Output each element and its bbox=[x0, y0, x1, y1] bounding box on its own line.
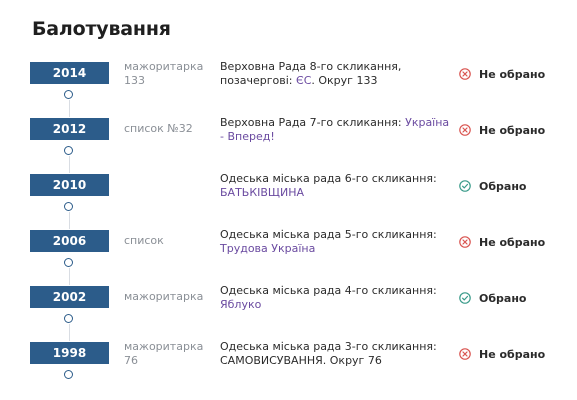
status-label: Обрано bbox=[479, 179, 527, 193]
party-link[interactable]: ЄС bbox=[296, 74, 312, 87]
status-label: Не обрано bbox=[479, 123, 546, 137]
status-not-elected: Не обрано bbox=[459, 346, 545, 362]
status-label: Обрано bbox=[479, 291, 527, 305]
candidacy-type: мажоритарка 133 bbox=[124, 60, 204, 87]
party-link[interactable]: БАТЬКІВЩИНА bbox=[220, 186, 304, 199]
election-description: Верховна Рада 7-го скликання: Україна - … bbox=[220, 116, 450, 144]
status-not-elected: Не обрано bbox=[459, 66, 545, 82]
timeline-dot bbox=[64, 146, 73, 155]
timeline-dot bbox=[64, 370, 73, 379]
timeline-dot bbox=[64, 90, 73, 99]
status-label: Не обрано bbox=[479, 67, 546, 81]
election-description: Одеська міська рада 3-го скликання: САМО… bbox=[220, 340, 450, 368]
description-suffix: . Округ 133 bbox=[311, 74, 378, 87]
year-badge: 2014 bbox=[30, 62, 109, 84]
party-link[interactable]: Україна - Вперед! bbox=[220, 116, 450, 143]
description-text: Верховна Рада 7-го скликання: bbox=[220, 116, 406, 129]
timeline-connector bbox=[69, 212, 70, 229]
description-text: Одеська міська рада 4-го скликання: bbox=[220, 284, 437, 297]
status-elected: Обрано bbox=[459, 290, 527, 306]
check-circle-icon bbox=[459, 180, 471, 192]
year-badge: 2012 bbox=[30, 118, 109, 140]
description-text: Одеська міська рада 3-го скликання: bbox=[220, 340, 437, 353]
page-title: Балотування bbox=[32, 18, 171, 40]
timeline-dot bbox=[64, 314, 73, 323]
party-link[interactable]: Яблуко bbox=[220, 298, 262, 311]
party-link[interactable]: Трудова Україна bbox=[220, 242, 316, 255]
candidacy-type: мажоритарка bbox=[124, 290, 204, 303]
description-suffix: САМОВИСУВАННЯ. Округ 76 bbox=[220, 354, 382, 367]
timeline-dot bbox=[64, 258, 73, 267]
year-badge: 2010 bbox=[30, 174, 109, 196]
election-description: Одеська міська рада 4-го скликання: Яблу… bbox=[220, 284, 450, 312]
timeline-connector bbox=[69, 268, 70, 285]
timeline-row-2002: 2002 мажоритарка Одеська міська рада 4-г… bbox=[0, 284, 577, 342]
status-elected: Обрано bbox=[459, 178, 527, 194]
year-badge: 1998 bbox=[30, 342, 109, 364]
timeline-row-2014: 2014 мажоритарка 133 Верховна Рада 8-го … bbox=[0, 60, 577, 118]
status-label: Не обрано bbox=[479, 235, 546, 249]
timeline-row-2010: 2010 Одеська міська рада 6-го скликання:… bbox=[0, 172, 577, 230]
description-text: Одеська міська рада 6-го скликання: bbox=[220, 172, 437, 185]
candidacy-type: мажоритарка 76 bbox=[124, 340, 204, 367]
timeline-connector bbox=[69, 156, 70, 173]
status-not-elected: Не обрано bbox=[459, 122, 545, 138]
x-circle-icon bbox=[459, 124, 471, 136]
election-description: Одеська міська рада 6-го скликання: БАТЬ… bbox=[220, 172, 450, 200]
timeline-dot bbox=[64, 202, 73, 211]
description-text: Верховна Рада 8-го скликання, позачергов… bbox=[220, 60, 402, 87]
timeline-connector bbox=[69, 100, 70, 117]
timeline-row-2012: 2012 список №32 Верховна Рада 7-го склик… bbox=[0, 116, 577, 174]
timeline-connector bbox=[69, 324, 70, 341]
check-circle-icon bbox=[459, 292, 471, 304]
description-text: Одеська міська рада 5-го скликання: bbox=[220, 228, 437, 241]
candidacy-type: список №32 bbox=[124, 122, 193, 135]
candidacy-type: список bbox=[124, 234, 164, 247]
election-description: Одеська міська рада 5-го скликання: Труд… bbox=[220, 228, 450, 256]
timeline-row-2006: 2006 список Одеська міська рада 5-го скл… bbox=[0, 228, 577, 286]
status-not-elected: Не обрано bbox=[459, 234, 545, 250]
election-description: Верховна Рада 8-го скликання, позачергов… bbox=[220, 60, 450, 88]
x-circle-icon bbox=[459, 68, 471, 80]
x-circle-icon bbox=[459, 348, 471, 360]
year-badge: 2006 bbox=[30, 230, 109, 252]
timeline-row-1998: 1998 мажоритарка 76 Одеська міська рада … bbox=[0, 340, 577, 398]
status-label: Не обрано bbox=[479, 347, 546, 361]
x-circle-icon bbox=[459, 236, 471, 248]
year-badge: 2002 bbox=[30, 286, 109, 308]
